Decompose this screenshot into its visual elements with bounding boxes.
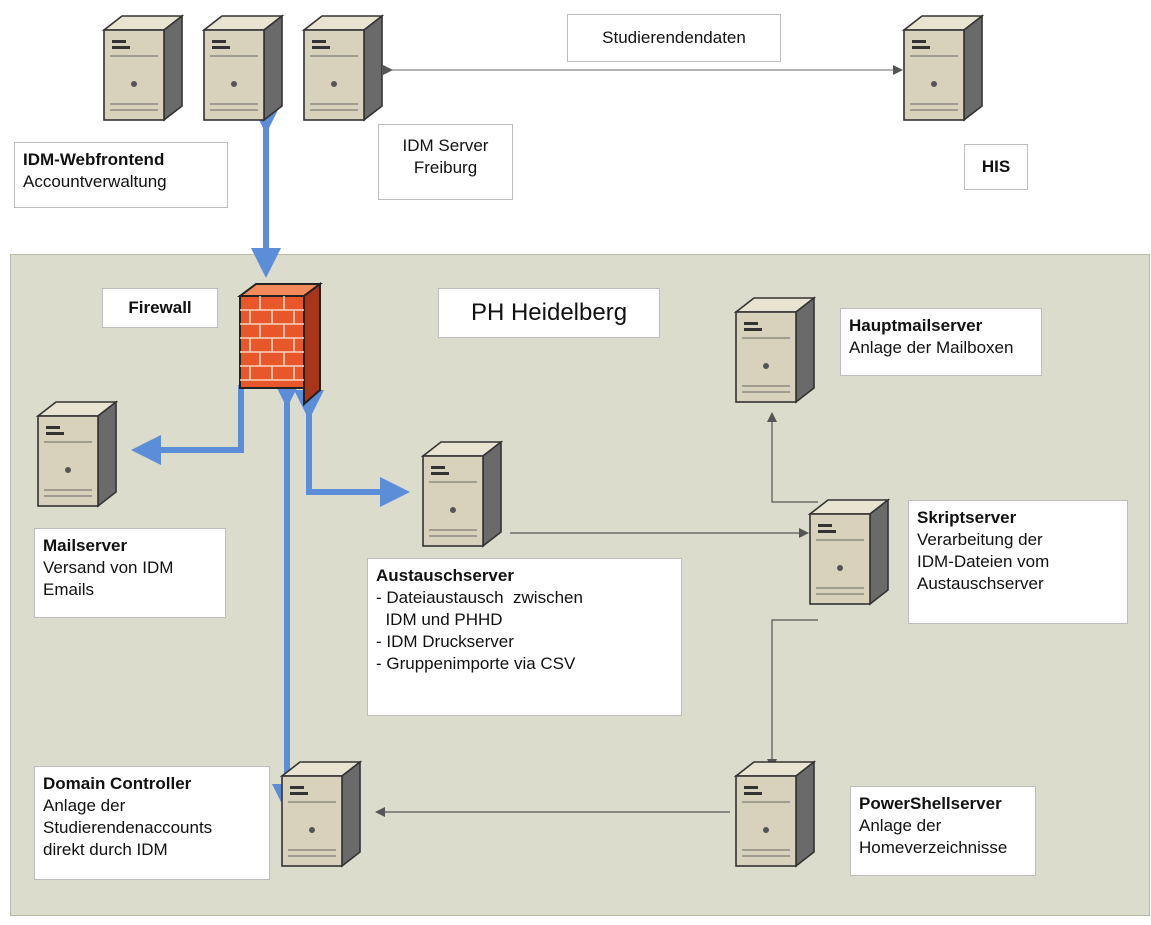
node-line: Anlage der [43, 796, 126, 815]
node-line: Austauschserver [917, 574, 1044, 593]
server-tower-icon [420, 440, 504, 548]
his-box: HIS [964, 144, 1028, 190]
node-line: Freiburg [413, 158, 478, 177]
zone-title: PH Heidelberg [438, 288, 660, 338]
node-line: Versand von IDM [43, 558, 174, 577]
node-line: - Dateiaustausch zwischen [376, 588, 583, 607]
node-line: - Gruppenimporte via CSV [376, 654, 576, 673]
server-tower-icon [201, 14, 285, 122]
server-tower-icon [901, 14, 985, 122]
node-line: Anlage der [859, 816, 942, 835]
server-tower-icon [35, 400, 119, 508]
server-tower-icon [301, 14, 385, 122]
server-tower-icon [733, 296, 817, 404]
firewall-icon [237, 282, 323, 407]
firewall-label: Firewall [102, 288, 218, 328]
studierendendaten-label: Studierendendaten [567, 14, 781, 62]
mailserver-box: Mailserver Versand von IDM Emails [34, 528, 226, 618]
link-firewall-austauschserver [294, 390, 410, 507]
server-tower-icon [279, 760, 363, 868]
node-line: Emails [43, 580, 95, 599]
node-line: Accountverwaltung [23, 172, 167, 191]
link-skript-powershell [767, 619, 818, 769]
node-line: IDM und PHHD [376, 610, 503, 629]
node-line: IDM-Dateien vom [917, 552, 1050, 571]
server-tower-icon [807, 498, 891, 606]
node-title: PowerShellserver [859, 794, 1002, 813]
node-title: IDM-Webfrontend [23, 150, 165, 169]
server-tower-icon [101, 14, 185, 122]
idm-webfrontend-box: IDM-Webfrontend Accountverwaltung [14, 142, 228, 208]
node-title: Mailserver [43, 536, 128, 555]
node-line: Studierendenaccounts [43, 818, 213, 837]
link-skript-hauptmail [767, 412, 818, 503]
powershellserver-box: PowerShellserver Anlage der Homeverzeich… [850, 786, 1036, 876]
hauptmailserver-box: Hauptmailserver Anlage der Mailboxen [840, 308, 1042, 376]
node-line: - IDM Druckserver [376, 632, 514, 651]
node-line: direkt durch IDM [43, 840, 168, 859]
node-title: Skriptserver [917, 508, 1017, 527]
node-line: Verarbeitung der [917, 530, 1043, 549]
node-title: Domain Controller [43, 774, 192, 793]
node-line: IDM Server [402, 136, 489, 155]
node-line: Anlage der Mailboxen [849, 338, 1014, 357]
link-firewall-mailserver [131, 385, 244, 465]
server-tower-icon [733, 760, 817, 868]
node-line: Homeverzeichnisse [859, 838, 1008, 857]
node-title: Austauschserver [376, 566, 514, 585]
node-title: Hauptmailserver [849, 316, 983, 335]
skriptserver-box: Skriptserver Verarbeitung der IDM-Dateie… [908, 500, 1128, 624]
domain-controller-box: Domain Controller Anlage der Studierende… [34, 766, 270, 880]
node-title: HIS [981, 157, 1011, 176]
node-title: Firewall [128, 298, 192, 317]
idm-server-box: IDM Server Freiburg [378, 124, 513, 200]
austauschserver-box: Austauschserver - Dateiaustausch zwische… [367, 558, 682, 716]
